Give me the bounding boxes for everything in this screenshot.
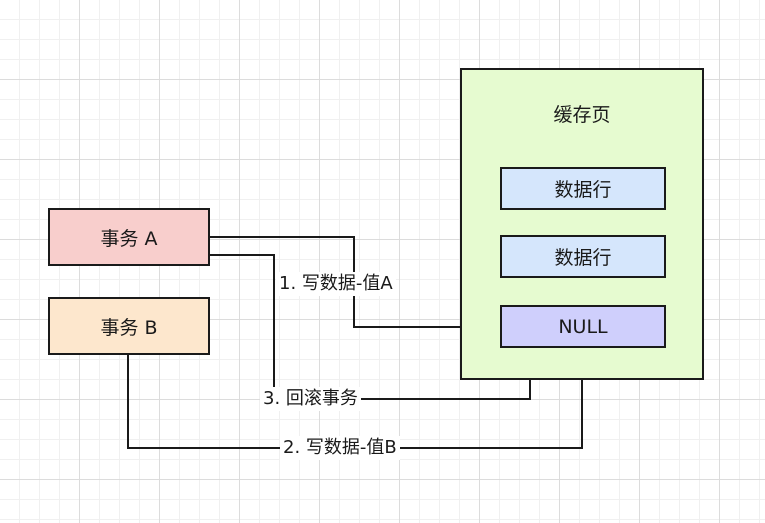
data-row: 数据行 <box>500 235 666 278</box>
edge-label-write-a: 1. 写数据-值A <box>276 272 396 296</box>
cache-page-title: 缓存页 <box>553 104 611 126</box>
edge-label-rollback: 3. 回滚事务 <box>260 387 361 411</box>
data-row: 数据行 <box>500 167 666 210</box>
null-row: NULL <box>500 305 666 348</box>
transaction-b: 事务 B <box>48 297 210 355</box>
edge-label-write-b: 2. 写数据-值B <box>280 436 400 460</box>
transaction-a: 事务 A <box>48 208 210 266</box>
